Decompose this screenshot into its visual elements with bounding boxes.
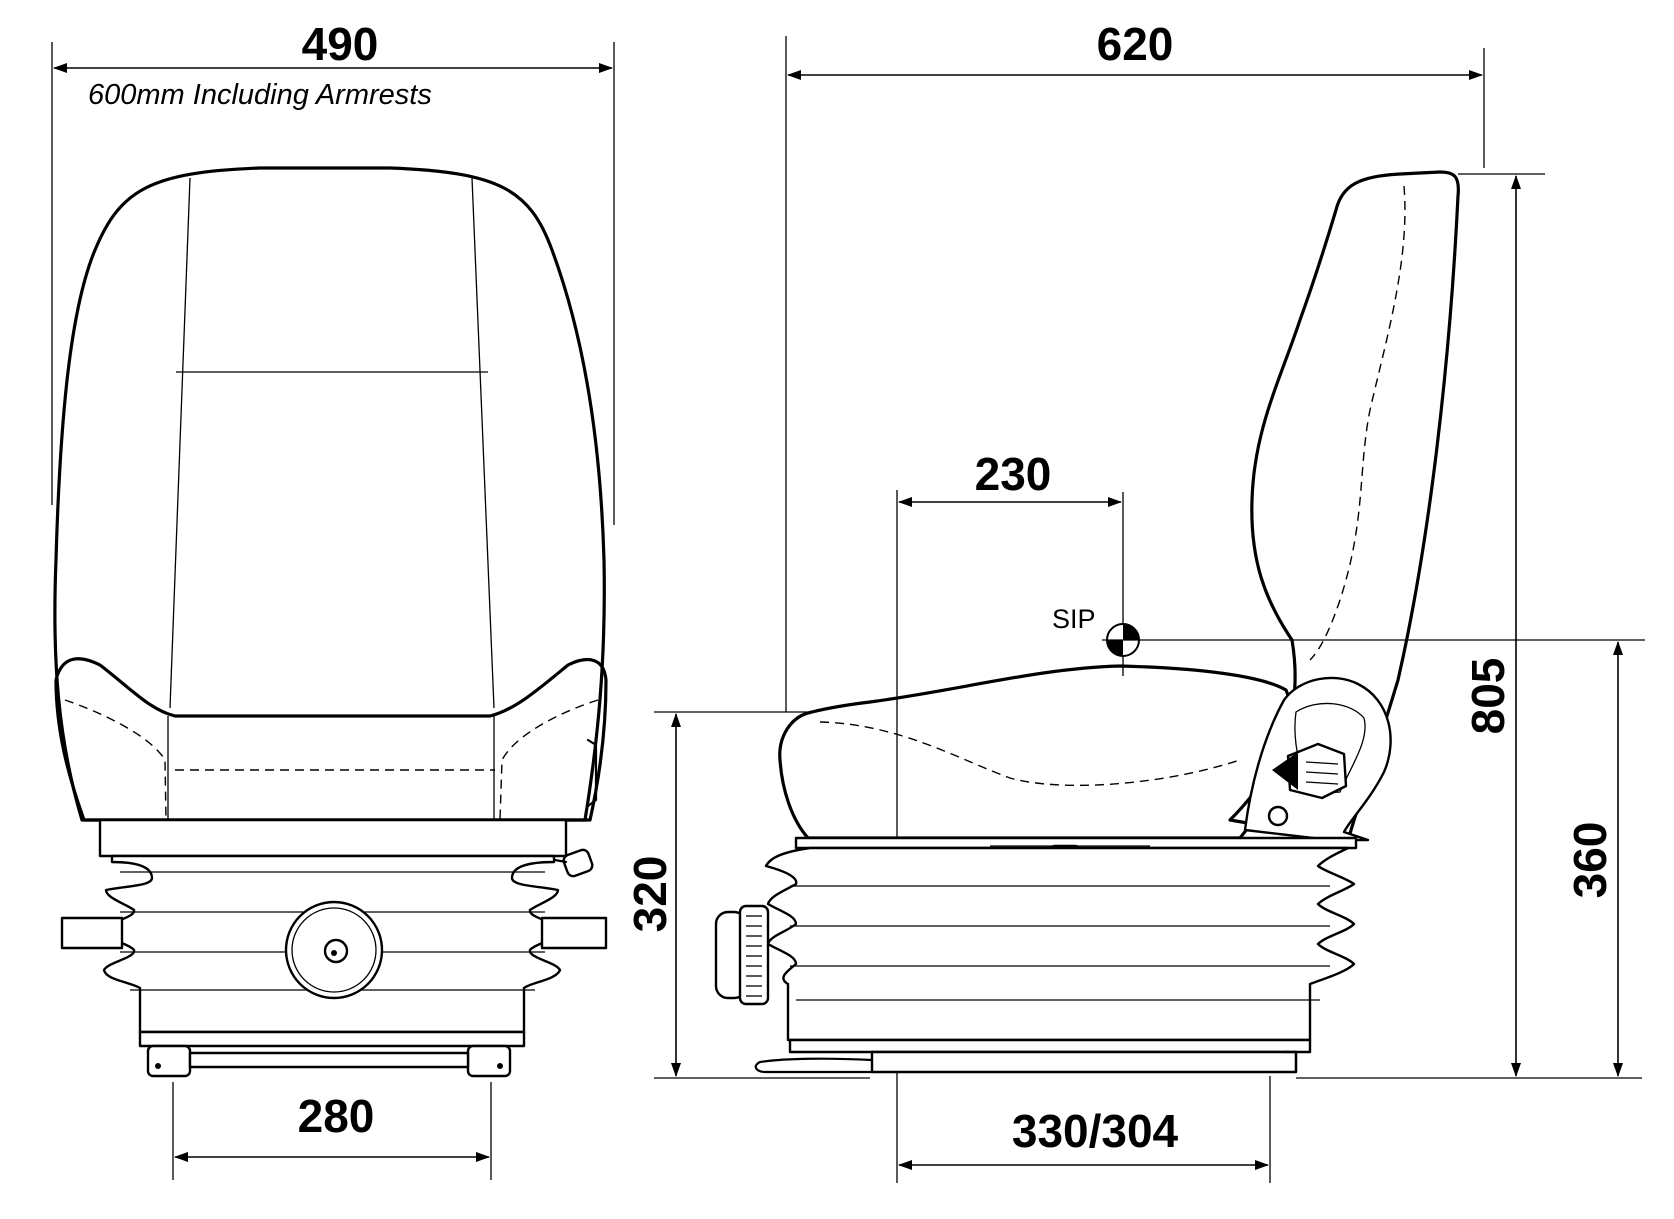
rail-length-label: 330/304 xyxy=(1012,1105,1179,1157)
overall-height-label: 805 xyxy=(1462,658,1514,735)
side-seat-cushion xyxy=(778,664,1293,840)
side-view: 620 230 SIP xyxy=(624,18,1645,1183)
front-width-label: 490 xyxy=(302,18,379,70)
sip-label: SIP xyxy=(1052,604,1096,634)
sip-height-label: 360 xyxy=(1564,822,1616,899)
front-weight-knob xyxy=(284,900,384,1000)
front-view: 490 600mm Including Armrests xyxy=(51,18,615,1180)
cushion-height-label: 320 xyxy=(624,856,676,933)
side-bellows xyxy=(764,846,1356,1042)
front-seat-cushion xyxy=(54,657,608,822)
front-backrest xyxy=(53,166,606,822)
side-backrest xyxy=(1228,170,1460,842)
sip-offset-label: 230 xyxy=(975,448,1052,500)
side-height-knob xyxy=(714,904,770,1006)
side-depth-label: 620 xyxy=(1097,18,1174,70)
armrest-width-note: 600mm Including Armrests xyxy=(88,79,432,111)
front-base-width-label: 280 xyxy=(298,1090,375,1142)
side-recline-lever xyxy=(1243,676,1392,842)
